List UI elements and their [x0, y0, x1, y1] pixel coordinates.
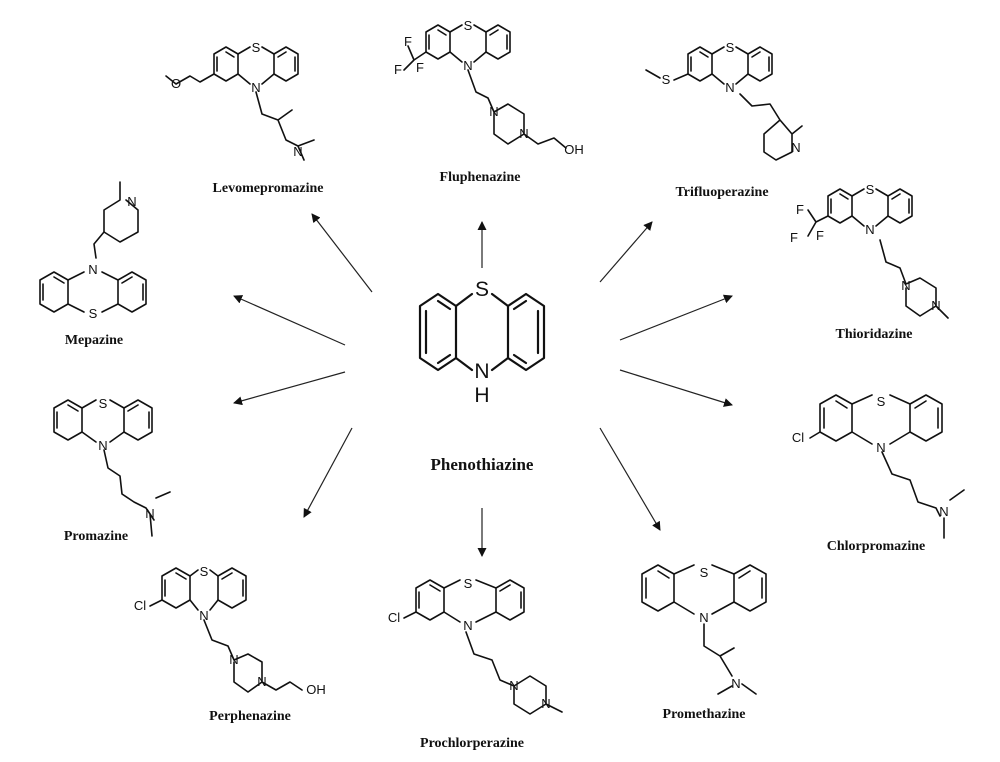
promethazine-name: Promethazine	[663, 707, 746, 722]
arrow-to-trifluoperazine	[599, 221, 653, 283]
atom-label-n: N	[939, 504, 948, 519]
arrow-to-thioridazine	[619, 294, 733, 341]
prochlorperazine-structure: S N Cl N N	[388, 576, 563, 715]
atom-label-n: N	[127, 194, 136, 209]
atom-label-n: N	[541, 696, 550, 711]
thioridazine-name: Thioridazine	[835, 327, 912, 342]
arrow-to-chlorpromazine	[619, 369, 733, 407]
atom-label-n: N	[931, 298, 940, 313]
atom-label-n: N	[865, 222, 874, 237]
atom-label-s: S	[700, 565, 709, 580]
atom-label-n: N	[876, 440, 885, 455]
arrow-to-mepazine	[233, 295, 346, 346]
arrows	[233, 213, 733, 557]
atom-label-o: O	[171, 76, 181, 91]
atom-label-n: N	[791, 140, 800, 155]
perphenazine-name: Perphenazine	[209, 709, 291, 724]
atom-label-n: N	[519, 126, 528, 141]
atom-label-n: N	[699, 610, 708, 625]
atom-label-s: S	[866, 182, 875, 197]
arrow-to-promethazine	[599, 427, 661, 531]
atom-label-n: N	[293, 144, 302, 159]
thioridazine-structure: S N F F F N N	[790, 182, 949, 319]
atom-label-cl: Cl	[134, 598, 146, 613]
atom-label-oh: OH	[306, 682, 326, 697]
atom-label-s: S	[89, 306, 98, 321]
arrow-to-perphenazine	[303, 427, 353, 518]
atom-label-n: N	[88, 262, 97, 277]
center-n-label: N	[474, 360, 489, 383]
phenothiazine-structure: S N H	[418, 278, 546, 407]
center-h-label: H	[474, 384, 489, 407]
promazine-name: Promazine	[64, 529, 128, 544]
mepazine-structure: N S N	[39, 181, 147, 321]
atom-label-s: S	[662, 72, 671, 87]
atom-label-f: F	[816, 228, 824, 243]
arrow-to-levomepromazine	[311, 213, 373, 293]
atom-label-n: N	[98, 438, 107, 453]
atom-label-n: N	[731, 676, 740, 691]
prochlorperazine-name: Prochlorperazine	[420, 736, 524, 751]
levomepromazine-name: Levomepromazine	[213, 181, 324, 196]
atom-label-f: F	[796, 202, 804, 217]
atom-label-n: N	[463, 58, 472, 73]
center-name: Phenothiazine	[431, 455, 534, 474]
atom-label-s: S	[99, 396, 108, 411]
atom-label-n: N	[509, 678, 518, 693]
center-s-label: S	[475, 278, 489, 301]
atom-label-s: S	[200, 564, 209, 579]
atom-label-n: N	[725, 80, 734, 95]
atom-label-n: N	[199, 608, 208, 623]
fluphenazine-structure: S N F F F N N OH	[394, 18, 584, 157]
atom-label-n: N	[229, 652, 238, 667]
perphenazine-structure: S N Cl N N OH	[134, 564, 326, 697]
promazine-structure: S N N	[53, 396, 171, 537]
atom-label-n: N	[901, 278, 910, 293]
atom-label-s: S	[464, 576, 473, 591]
atom-label-s: S	[252, 40, 261, 55]
fluphenazine-name: Fluphenazine	[440, 170, 521, 185]
atom-label-cl: Cl	[792, 430, 804, 445]
atom-label-s: S	[877, 394, 886, 409]
trifluoperazine-structure: S N S N	[645, 40, 803, 161]
levomepromazine-structure: S N O N	[165, 40, 315, 161]
atom-label-n: N	[251, 80, 260, 95]
chlorpromazine-name: Chlorpromazine	[827, 539, 926, 554]
atom-label-n: N	[463, 618, 472, 633]
atom-label-n: N	[145, 506, 154, 521]
atom-label-n: N	[489, 104, 498, 119]
arrow-to-promazine	[233, 371, 346, 406]
atom-label-f: F	[404, 34, 412, 49]
atom-label-s: S	[726, 40, 735, 55]
atom-label-n: N	[257, 674, 266, 689]
atom-label-f: F	[790, 230, 798, 245]
trifluoperazine-name: Trifluoperazine	[675, 185, 768, 200]
promethazine-structure: S N N	[641, 564, 767, 695]
atom-label-f: F	[416, 60, 424, 75]
mepazine-name: Mepazine	[65, 333, 123, 348]
atom-label-s: S	[464, 18, 473, 33]
atom-label-cl: Cl	[388, 610, 400, 625]
atom-label-oh: OH	[564, 142, 584, 157]
atom-label-f: F	[394, 62, 402, 77]
chlorpromazine-structure: S N Cl N	[792, 394, 965, 539]
